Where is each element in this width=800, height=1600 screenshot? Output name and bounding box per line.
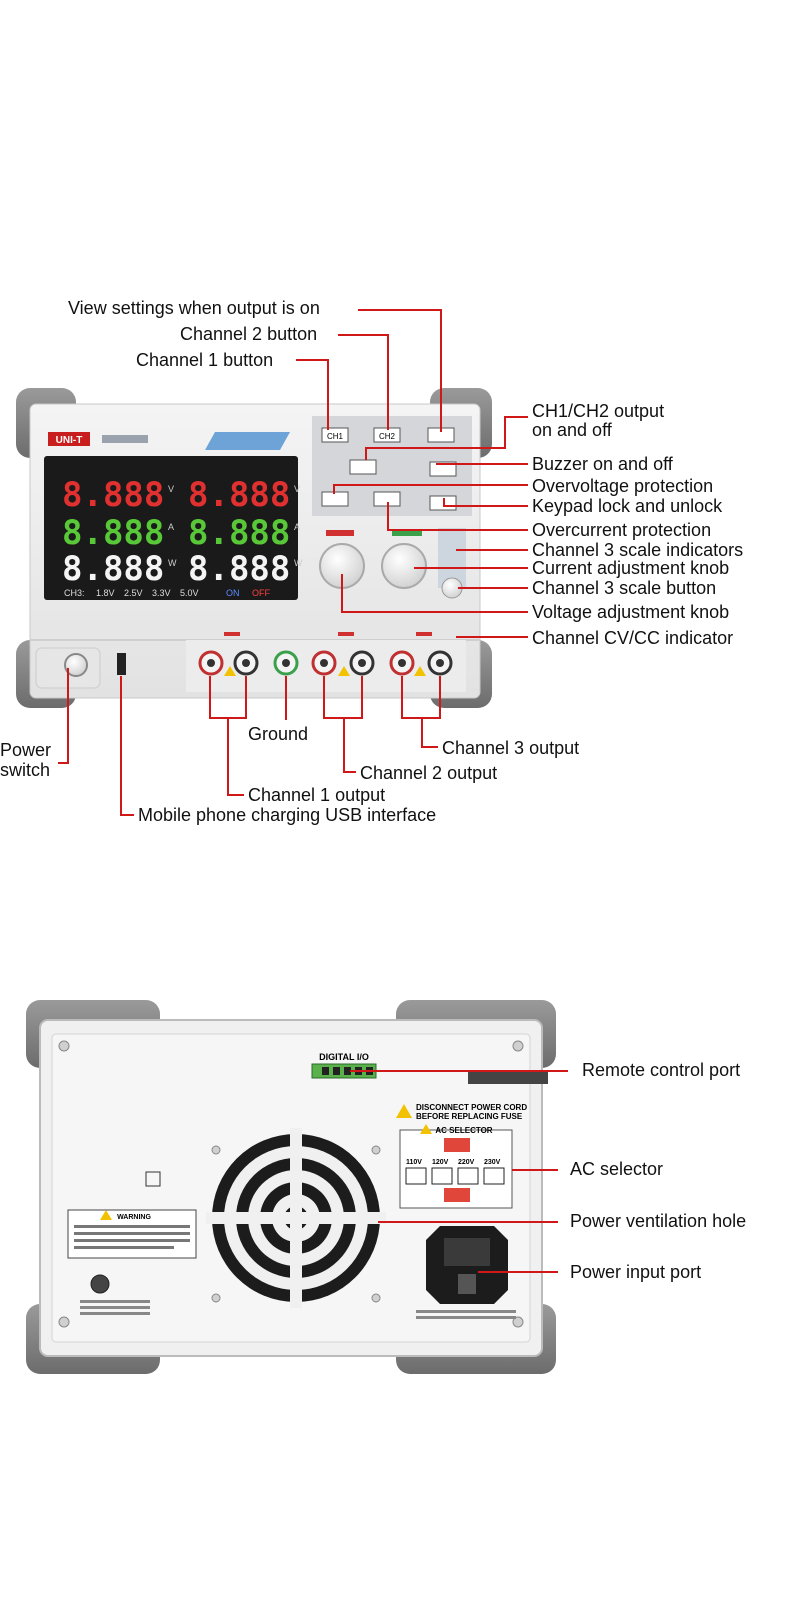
label-power-switch-2: switch bbox=[0, 760, 51, 780]
label-ch-output-1: CH1/CH2 output bbox=[532, 401, 665, 421]
warning-triangle-icon bbox=[338, 666, 350, 676]
svg-text:ON: ON bbox=[226, 588, 240, 598]
svg-text:V: V bbox=[168, 484, 174, 494]
current-knob[interactable] bbox=[381, 543, 427, 589]
svg-text:W: W bbox=[294, 558, 303, 568]
front-leader-lines bbox=[58, 309, 528, 816]
label-power-switch-1: Power bbox=[0, 740, 52, 760]
label-ground: Ground bbox=[248, 724, 309, 744]
brand-text: UNI-T bbox=[56, 435, 83, 446]
buzzer-button[interactable] bbox=[429, 461, 457, 477]
label-power-input: Power input port bbox=[570, 1262, 702, 1282]
label-cvcc: Channel CV/CC indicator bbox=[532, 628, 734, 648]
label-buzzer: Buzzer on and off bbox=[532, 454, 673, 474]
ch1-button[interactable]: CH1 bbox=[321, 427, 349, 443]
ch3-cvcc-led bbox=[416, 632, 432, 636]
ch1-cvcc-led bbox=[224, 632, 240, 636]
label-ch3-scale-ind: Channel 3 scale indicators bbox=[532, 540, 744, 560]
label-ch-output-2: on and off bbox=[532, 420, 612, 440]
output-button[interactable] bbox=[349, 459, 377, 475]
label-view-settings: View settings when output is on bbox=[68, 298, 320, 318]
svg-text:BEFORE REPLACING FUSE: BEFORE REPLACING FUSE bbox=[416, 1112, 523, 1121]
front-panel: UNI-T 8.888 8.888 8.888 8.888 8.888 8.88… bbox=[16, 388, 492, 708]
ventilation-fan bbox=[206, 1128, 386, 1308]
label-usb: Mobile phone charging USB interface bbox=[138, 805, 437, 825]
label-ch1-output: Channel 1 output bbox=[248, 785, 386, 805]
current-knob-tag bbox=[392, 530, 422, 536]
ac-selector-switch-top[interactable] bbox=[444, 1138, 470, 1152]
label-ovp: Overvoltage protection bbox=[532, 476, 714, 496]
svg-text:WARNING: WARNING bbox=[117, 1214, 151, 1221]
voltage-knob-tag bbox=[326, 530, 354, 536]
ovp-button[interactable] bbox=[321, 491, 349, 507]
model-badge bbox=[205, 432, 290, 450]
ground-post[interactable] bbox=[90, 1274, 110, 1294]
usb-port[interactable] bbox=[117, 653, 126, 675]
svg-text:CH2: CH2 bbox=[379, 432, 396, 441]
rear-bumper-shadow bbox=[468, 1070, 548, 1084]
label-ch2-output: Channel 2 output bbox=[360, 763, 498, 783]
svg-text:A: A bbox=[294, 522, 300, 532]
label-voltage-knob: Voltage adjustment knob bbox=[532, 602, 730, 622]
svg-text:A: A bbox=[168, 522, 174, 532]
label-current-knob: Current adjustment knob bbox=[532, 558, 730, 578]
label-ventilation: Power ventilation hole bbox=[570, 1211, 747, 1231]
ch2-voltage-digits: 8.888 bbox=[188, 475, 290, 515]
label-ch3-output: Channel 3 output bbox=[442, 738, 580, 758]
svg-text:W: W bbox=[168, 558, 177, 568]
rear-leader-lines bbox=[350, 1070, 568, 1273]
brand-logo bbox=[48, 432, 90, 446]
output-terminals bbox=[198, 632, 453, 676]
svg-text:5.0V: 5.0V bbox=[180, 588, 199, 598]
ch3-preset-row: CH3: 1.8V 2.5V 3.3V 5.0V ON OFF bbox=[64, 588, 270, 598]
label-ac-selector: AC selector bbox=[570, 1159, 664, 1179]
warning-triangle-icon bbox=[414, 666, 426, 676]
ch2-power-digits: 8.888 bbox=[188, 549, 290, 589]
svg-text:OFF: OFF bbox=[252, 588, 270, 598]
warning-triangle-icon bbox=[100, 1210, 112, 1220]
label-ch3-scale-btn: Channel 3 scale button bbox=[532, 578, 717, 598]
svg-text:3.3V: 3.3V bbox=[152, 588, 171, 598]
svg-text:CH1: CH1 bbox=[327, 432, 344, 441]
ch1-voltage-digits: 8.888 bbox=[62, 475, 164, 515]
svg-text:DISCONNECT POWER CORD: DISCONNECT POWER CORD bbox=[416, 1103, 527, 1112]
svg-text:1.8V: 1.8V bbox=[96, 588, 115, 598]
ch2-button[interactable]: CH2 bbox=[373, 427, 401, 443]
svg-text:2.5V: 2.5V bbox=[124, 588, 143, 598]
label-keypad-lock: Keypad lock and unlock bbox=[532, 496, 723, 516]
warning-triangle-icon bbox=[224, 666, 236, 676]
warning-triangle-icon bbox=[420, 1124, 432, 1134]
warning-triangle-icon bbox=[396, 1104, 412, 1118]
digital-io-label: DIGITAL I/O bbox=[319, 1052, 369, 1062]
ch1-power-digits: 8.888 bbox=[62, 549, 164, 589]
label-remote-port: Remote control port bbox=[582, 1060, 741, 1080]
svg-text:110V: 110V bbox=[406, 1159, 422, 1166]
label-ch1-button: Channel 1 button bbox=[136, 350, 274, 370]
screws bbox=[58, 1040, 524, 1328]
rear-panel: DIGITAL I/O DISCONNECT POWER CORD BEFORE… bbox=[26, 1000, 556, 1374]
svg-text:120V: 120V bbox=[432, 1159, 449, 1166]
label-ch2-button: Channel 2 button bbox=[180, 324, 318, 344]
recycle-bin-icon bbox=[145, 1171, 161, 1187]
lcd-display bbox=[44, 456, 298, 600]
fuse-holder[interactable] bbox=[458, 1274, 476, 1294]
svg-text:230V: 230V bbox=[484, 1159, 501, 1166]
svg-text:220V: 220V bbox=[458, 1159, 475, 1166]
ch1-current-digits: 8.888 bbox=[62, 513, 164, 553]
ch2-current-digits: 8.888 bbox=[188, 513, 290, 553]
svg-text:V: V bbox=[294, 484, 300, 494]
svg-text:CH3:: CH3: bbox=[64, 588, 85, 598]
ac-selector-switch-bottom[interactable] bbox=[444, 1188, 470, 1202]
label-ocp: Overcurrent protection bbox=[532, 520, 712, 540]
power-switch[interactable] bbox=[64, 653, 88, 677]
ch2-cvcc-led bbox=[338, 632, 354, 636]
svg-text:AC SELECTOR: AC SELECTOR bbox=[435, 1126, 492, 1135]
